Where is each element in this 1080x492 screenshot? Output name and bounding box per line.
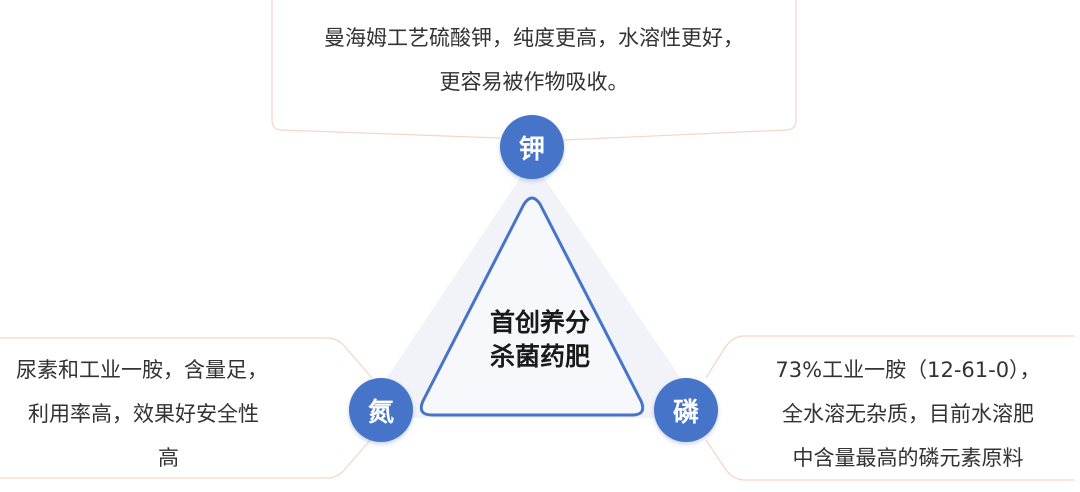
center-triangle [419, 196, 645, 417]
nitrogen-description: 尿素和工业一胺，含量足， 利用率高，效果好安全性 高 [6, 348, 322, 480]
potassium-line-1: 曼海姆工艺硫酸钾，纯度更高，水溶性更好， [324, 26, 744, 50]
potassium-box-border-right [563, 0, 797, 141]
nitrogen-box-border-bottom [0, 437, 373, 479]
nitrogen-box-border [0, 337, 373, 379]
potassium-node: 钾 [500, 115, 564, 179]
potassium-line-2: 更容易被作物吸收。 [439, 70, 629, 94]
nitrogen-node: 氮 [349, 378, 413, 442]
phosphorus-box-border [705, 335, 1075, 379]
phosphorus-node: 磷 [654, 378, 718, 442]
center-label-line-2: 杀菌药肥 [489, 342, 590, 371]
potassium-description: 曼海姆工艺硫酸钾，纯度更高，水溶性更好， 更容易被作物吸收。 [272, 16, 796, 104]
nitrogen-line-1: 尿素和工业一胺，含量足， [16, 358, 268, 382]
potassium-box-border [271, 0, 501, 139]
phosphorus-line-3: 中含量最高的磷元素原料 [792, 446, 1024, 470]
nitrogen-line-3: 高 [158, 446, 179, 470]
phosphorus-line-2: 全水溶无杂质，目前水溶肥 [782, 402, 1034, 426]
phosphorus-description: 73%工业一胺（12-61-0）， 全水溶无杂质，目前水溶肥 中含量最高的磷元素… [740, 348, 1076, 480]
center-label: 首创养分 杀菌药肥 [440, 306, 640, 374]
center-label-line-1: 首创养分 [489, 308, 590, 337]
phosphorus-box-border-bottom [705, 439, 1075, 481]
phosphorus-line-1: 73%工业一胺（12-61-0）， [775, 358, 1041, 382]
nitrogen-line-2: 利用率高，效果好安全性 [28, 402, 259, 426]
